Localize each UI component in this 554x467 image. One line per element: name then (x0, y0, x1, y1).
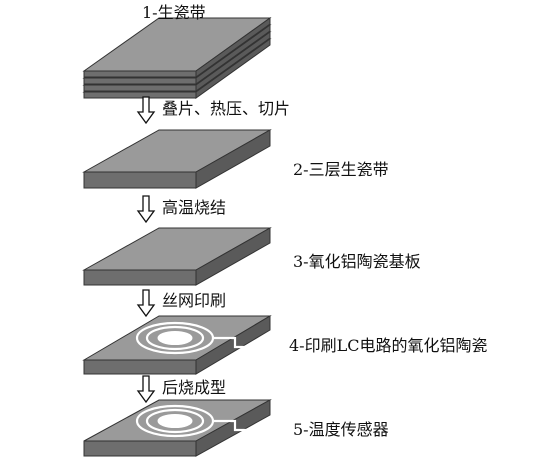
down-arrow-icon (136, 195, 156, 224)
sensor-coil (135, 404, 246, 438)
printed-lc-substrate (82, 315, 272, 375)
step-label-3: 3-氧化铝陶瓷基板 (293, 252, 421, 271)
down-arrow-icon (136, 375, 156, 404)
transition-label-3: 丝网印刷 (162, 291, 227, 310)
step-label-5: 5-温度传感器 (293, 420, 389, 439)
transition-label-2: 高温烧结 (162, 198, 227, 217)
down-arrow-icon (136, 289, 156, 318)
step-label-1: 1-生瓷带 (142, 3, 206, 22)
three-layer-slab (82, 129, 272, 189)
transition-label-4: 后烧成型 (162, 378, 227, 397)
alumina-substrate (82, 227, 272, 286)
tape-sheet-1 (82, 17, 272, 78)
step-label-4: 4-印刷LC电路的氧化铝陶瓷 (289, 336, 488, 355)
temperature-sensor (83, 399, 272, 457)
down-arrow-icon (136, 96, 156, 125)
lc-coil (135, 321, 246, 355)
step-label-2: 2-三层生瓷带 (293, 160, 389, 179)
transition-label-1: 叠片、热压、切片 (162, 99, 291, 118)
green-tape-stack (82, 17, 272, 99)
